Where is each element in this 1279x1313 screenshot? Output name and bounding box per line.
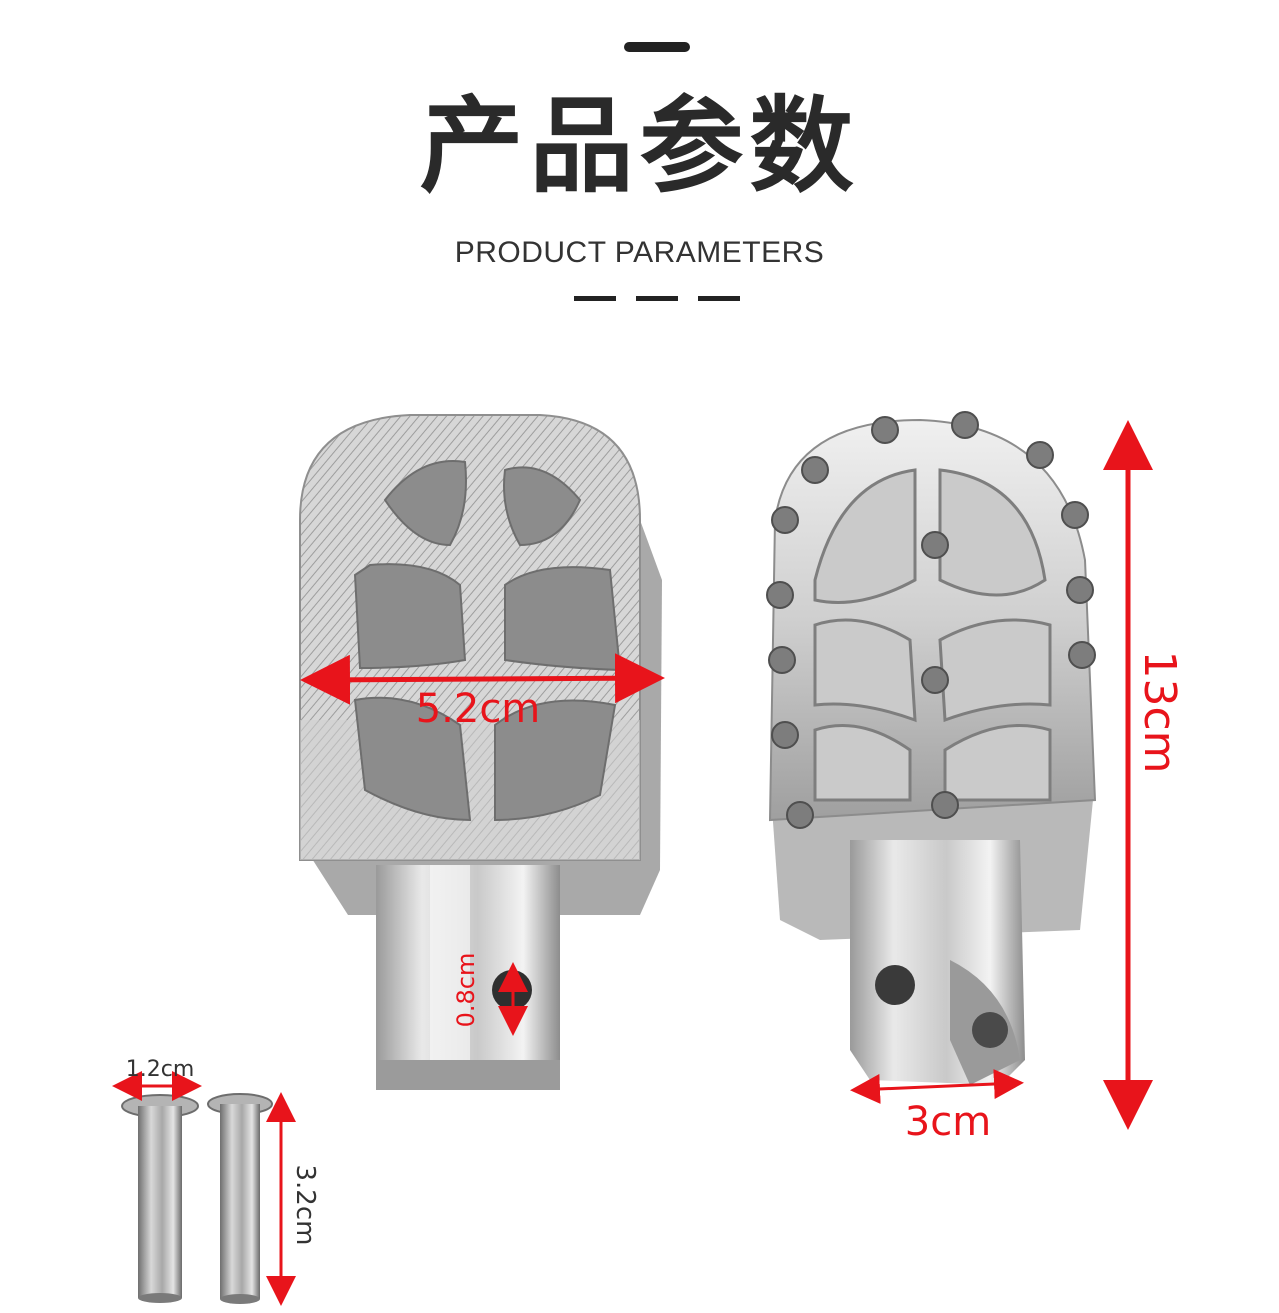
mount-dimension-line [850,1069,1024,1104]
header-dash-1 [574,296,616,301]
mount-dimension-label: 3cm [905,1099,991,1145]
right-peg-openings [813,468,1052,802]
page-subtitle: PRODUCT PARAMETERS [454,236,825,269]
pin-left [121,1094,199,1303]
right-footpeg [766,411,1097,1085]
header-dash-2 [636,296,678,301]
right-peg-bolt-hole [875,965,915,1005]
left-footpeg [299,414,662,1090]
right-peg-cleats [766,411,1096,829]
header-top-dash [624,42,690,52]
width-dimension-label: 5.2cm [416,686,541,732]
page-title: 产品参数 [419,85,860,207]
left-peg-openings [353,460,622,822]
length-dimension-label: 13cm [1134,650,1185,773]
pin-diameter-dimension-label: 1.2cm [126,1057,195,1082]
header-dash-3 [698,296,740,301]
width-dimension-line [300,653,665,705]
hole-dimension-label: 0.8cm [452,953,480,1028]
pin-right [207,1093,273,1304]
pin-length-dimension-label: 3.2cm [290,1165,320,1246]
